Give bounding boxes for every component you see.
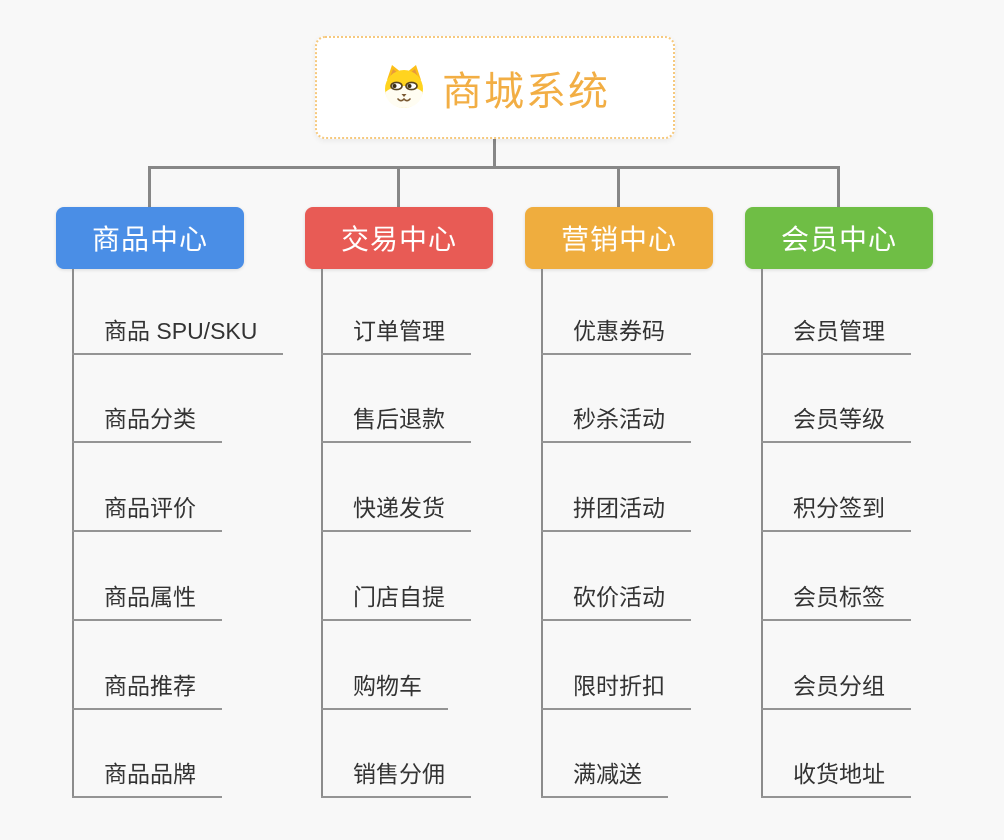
leaf-node[interactable]: 商品分类 — [72, 401, 222, 443]
connector-branch-vertical — [321, 269, 323, 798]
branch-column-member: 会员中心 会员管理 会员等级 积分签到 会员标签 会员分组 收货地址 — [745, 207, 1004, 840]
connector-branch-vertical — [761, 269, 763, 798]
leaf-node[interactable]: 销售分佣 — [321, 756, 471, 798]
leaf-node[interactable]: 会员等级 — [761, 401, 911, 443]
connector-drop-2 — [397, 166, 400, 207]
leaf-node[interactable]: 售后退款 — [321, 401, 471, 443]
leaf-node[interactable]: 满减送 — [541, 756, 668, 798]
branch-node-member-center[interactable]: 会员中心 — [745, 207, 933, 269]
connector-drop-4 — [837, 166, 840, 207]
connector-drop-1 — [148, 166, 151, 207]
connector-branch-vertical — [72, 269, 74, 798]
leaf-node[interactable]: 商品品牌 — [72, 756, 222, 798]
leaf-node[interactable]: 商品评价 — [72, 490, 222, 532]
leaf-node[interactable]: 限时折扣 — [541, 668, 691, 710]
leaf-node[interactable]: 积分签到 — [761, 490, 911, 532]
leaf-node[interactable]: 商品 SPU/SKU — [72, 313, 284, 355]
leaf-node[interactable]: 订单管理 — [321, 313, 471, 355]
branch-column-product: 商品中心 商品 SPU/SKU 商品分类 商品评价 商品属性 商品推荐 商品品牌 — [56, 207, 316, 840]
connector-horizontal-bar — [148, 166, 840, 169]
connector-branch-vertical — [541, 269, 543, 798]
leaf-node[interactable]: 商品推荐 — [72, 668, 222, 710]
connector-drop-3 — [617, 166, 620, 207]
leaf-node[interactable]: 砍价活动 — [541, 579, 691, 621]
leaf-node[interactable]: 秒杀活动 — [541, 401, 691, 443]
branch-node-product-center[interactable]: 商品中心 — [56, 207, 244, 269]
root-node[interactable]: 商城系统 — [315, 36, 675, 139]
leaf-node[interactable]: 收货地址 — [761, 756, 911, 798]
dog-face-icon — [380, 64, 428, 112]
leaf-node[interactable]: 商品属性 — [72, 579, 222, 621]
leaf-node[interactable]: 优惠券码 — [541, 313, 691, 355]
branch-column-marketing: 营销中心 优惠券码 秒杀活动 拼团活动 砍价活动 限时折扣 满减送 — [525, 207, 785, 840]
branch-column-trade: 交易中心 订单管理 售后退款 快递发货 门店自提 购物车 销售分佣 — [305, 207, 565, 840]
leaf-node[interactable]: 购物车 — [321, 668, 448, 710]
branch-node-trade-center[interactable]: 交易中心 — [305, 207, 493, 269]
branch-node-marketing-center[interactable]: 营销中心 — [525, 207, 713, 269]
leaf-node[interactable]: 会员标签 — [761, 579, 911, 621]
root-title: 商城系统 — [442, 69, 610, 114]
leaf-node[interactable]: 会员分组 — [761, 668, 911, 710]
connector-root-stem — [493, 139, 496, 168]
leaf-node[interactable]: 会员管理 — [761, 313, 911, 355]
leaf-node[interactable]: 门店自提 — [321, 579, 471, 621]
leaf-node[interactable]: 拼团活动 — [541, 490, 691, 532]
leaf-node[interactable]: 快递发货 — [321, 490, 471, 532]
